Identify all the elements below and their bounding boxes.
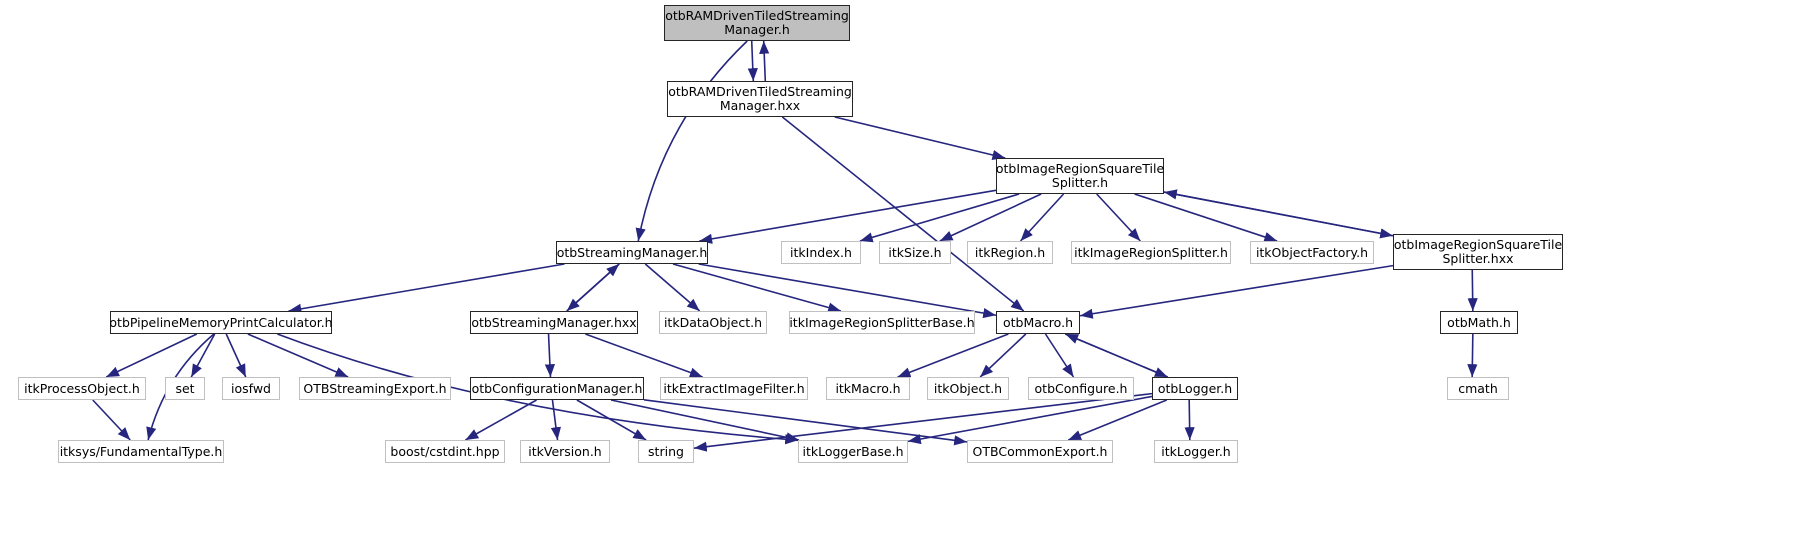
graph-edge: [585, 333, 703, 378]
graph-edge: [566, 263, 620, 312]
graph-node[interactable]: itkLoggerBase.h: [798, 440, 908, 463]
graph-edge: [1163, 189, 1394, 237]
graph-node[interactable]: string: [638, 440, 694, 463]
graph-node[interactable]: itkRegion.h: [967, 241, 1053, 264]
graph-edge: [759, 40, 770, 82]
graph-edge: [939, 193, 1042, 242]
graph-node[interactable]: itkObjectFactory.h: [1250, 241, 1374, 264]
graph-edge: [105, 333, 198, 378]
graph-edge: [1163, 191, 1394, 239]
graph-node[interactable]: otbStreamingManager.hxx: [470, 311, 638, 334]
graph-edge: [1079, 264, 1394, 319]
graph-node[interactable]: itkObject.h: [927, 377, 1009, 400]
graph-edge: [907, 395, 1153, 445]
graph-edge: [92, 399, 131, 441]
graph-edge: [672, 263, 842, 313]
graph-node[interactable]: itkSize.h: [879, 241, 951, 264]
graph-node[interactable]: otbMacro.h: [996, 311, 1080, 334]
graph-edge: [1096, 193, 1141, 242]
graph-node[interactable]: otbRAMDrivenTiledStreaming Manager.hxx: [667, 81, 853, 117]
graph-node[interactable]: set: [165, 377, 205, 400]
graph-edge: [1184, 399, 1195, 441]
graph-node[interactable]: itkLogger.h: [1154, 440, 1238, 463]
graph-node[interactable]: iosfwd: [222, 377, 280, 400]
graph-edge: [699, 189, 997, 244]
graph-node[interactable]: cmath: [1447, 377, 1509, 400]
graph-edge: [859, 193, 1020, 243]
graph-edge: [781, 116, 1025, 312]
graph-node[interactable]: itkExtractImageFilter.h: [660, 377, 808, 400]
graph-node[interactable]: itkImageRegionSplitterBase.h: [789, 311, 975, 334]
graph-node[interactable]: boost/cstdint.hpp: [385, 440, 505, 463]
graph-node[interactable]: otbImageRegionSquareTile Splitter.hxx: [1393, 234, 1563, 270]
graph-edge: [247, 333, 349, 378]
graph-edge: [190, 333, 216, 378]
graph-node[interactable]: itkImageRegionSplitter.h: [1071, 241, 1231, 264]
graph-edge: [979, 333, 1027, 378]
graph-edge: [610, 399, 800, 443]
graph-edge: [747, 40, 758, 82]
graph-edge: [1044, 333, 1075, 378]
graph-edge: [897, 333, 1009, 378]
graph-node[interactable]: itkProcessObject.h: [18, 377, 146, 400]
graph-node[interactable]: otbStreamingManager.h: [556, 241, 708, 264]
graph-edge: [1467, 269, 1478, 312]
graph-edge: [698, 263, 997, 319]
graph-node[interactable]: itkIndex.h: [781, 241, 861, 264]
graph-node[interactable]: otbMath.h: [1440, 311, 1518, 334]
graph-edge: [1467, 333, 1478, 378]
graph-node[interactable]: otbRAMDrivenTiledStreaming Manager.h: [664, 5, 850, 41]
graph-node[interactable]: itkVersion.h: [520, 440, 610, 463]
graph-node[interactable]: otbConfigurationManager.h: [470, 377, 644, 400]
graph-node[interactable]: OTBCommonExport.h: [967, 440, 1113, 463]
graph-node[interactable]: otbPipelineMemoryPrintCalculator.h: [109, 311, 333, 334]
graph-edge: [566, 263, 620, 312]
graph-edge: [225, 333, 247, 378]
graph-node[interactable]: otbImageRegionSquareTile Splitter.h: [996, 158, 1164, 194]
graph-edge: [288, 263, 565, 314]
graph-edge: [834, 116, 1006, 160]
graph-edge: [644, 263, 701, 312]
graph-edge: [576, 399, 647, 441]
graph-edge: [1065, 333, 1168, 378]
graph-edge: [635, 40, 748, 242]
graph-node[interactable]: otbConfigure.h: [1028, 377, 1134, 400]
graph-edge: [1019, 193, 1065, 242]
graph-edge: [1067, 399, 1168, 441]
graph-edge: [550, 399, 562, 441]
graph-edge: [465, 399, 537, 441]
graph-node[interactable]: OTBStreamingExport.h: [299, 377, 451, 400]
graph-node[interactable]: otbLogger.h: [1152, 377, 1238, 400]
graph-node[interactable]: itksys/FundamentalType.h: [58, 440, 224, 463]
graph-node[interactable]: itkDataObject.h: [659, 311, 767, 334]
graph-edge: [1134, 193, 1278, 242]
graph-edge: [544, 333, 556, 378]
graph-node[interactable]: itkMacro.h: [826, 377, 910, 400]
graph-edge: [643, 399, 968, 446]
graph-edge: [1065, 333, 1168, 378]
